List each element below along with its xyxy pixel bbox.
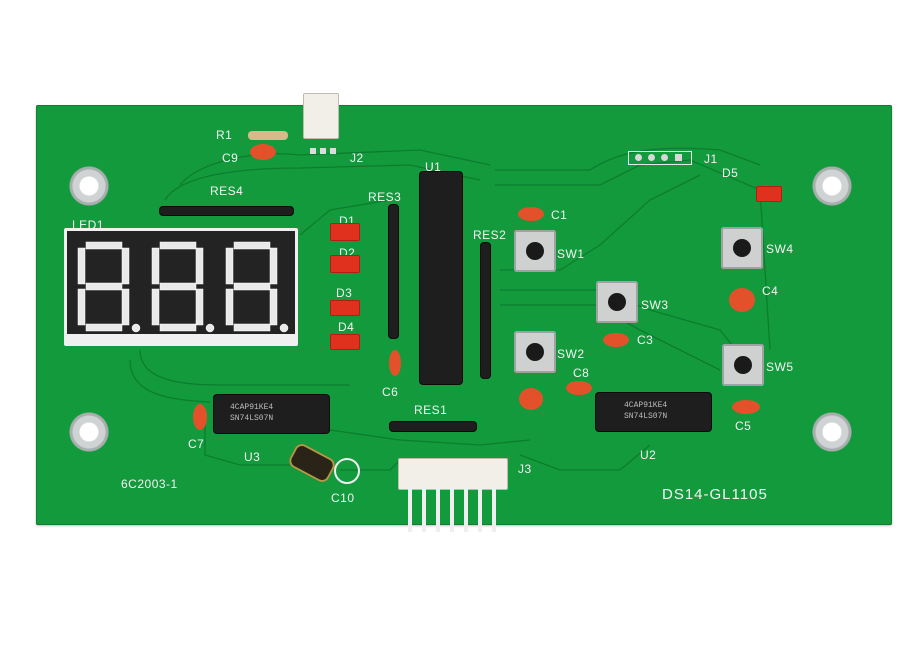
j3-connector: [398, 458, 508, 490]
board-part-number: 6C2003-1: [121, 477, 178, 491]
u3-marking-1: 4CAP91KE4: [230, 403, 274, 412]
label-c6: C6: [382, 385, 399, 399]
c7-capacitor: [193, 404, 207, 430]
label-u3: U3: [244, 450, 261, 464]
label-u1: U1: [425, 160, 442, 174]
label-c4: C4: [762, 284, 779, 298]
u3-marking-2: SN74LS07N: [230, 414, 274, 423]
label-u2: U2: [640, 448, 657, 462]
label-sw5: SW5: [766, 360, 794, 374]
d4-led: [330, 334, 360, 350]
j2-pin: [310, 148, 316, 154]
mounting-hole-bottom-left: [67, 410, 111, 454]
label-c3: C3: [637, 333, 654, 347]
c5-capacitor: [732, 400, 760, 414]
sw1-button[interactable]: [514, 230, 556, 272]
u1-microcontroller: [420, 172, 462, 384]
label-res4: RES4: [210, 184, 244, 198]
j2-pin: [330, 148, 336, 154]
c8-capacitor: [566, 381, 592, 395]
label-sw2: SW2: [557, 347, 585, 361]
u3-buffer-ic: [214, 395, 329, 433]
label-c10: C10: [331, 491, 355, 505]
label-d4: D4: [338, 320, 355, 334]
res1-resistor-network: [390, 422, 476, 431]
c6-capacitor: [389, 350, 401, 376]
sw5-button[interactable]: [722, 344, 764, 386]
digit-1: [77, 241, 141, 333]
j2-pin: [320, 148, 326, 154]
d1-led: [330, 223, 360, 241]
label-res1: RES1: [414, 403, 448, 417]
sw2-button[interactable]: [514, 331, 556, 373]
c4-capacitor: [729, 288, 755, 312]
d2-led: [330, 255, 360, 273]
sw2-button-cap: [526, 343, 544, 361]
label-sw3: SW3: [641, 298, 669, 312]
label-c7: C7: [188, 437, 205, 451]
c1-capacitor: [518, 207, 544, 221]
sw1-button-cap: [526, 242, 544, 260]
r1-resistor: [248, 131, 288, 140]
sw4-button-cap: [733, 239, 751, 257]
u2-marking-1: 4CAP91KE4: [624, 401, 668, 410]
label-j1: J1: [704, 152, 718, 166]
sw4-button[interactable]: [721, 227, 763, 269]
label-j2: J2: [350, 151, 364, 165]
mounting-hole-top-right: [810, 164, 854, 208]
digit-2: [151, 241, 215, 333]
digit-3: [225, 241, 289, 333]
res2-resistor-network: [481, 243, 490, 378]
sw3-button[interactable]: [596, 281, 638, 323]
sw3-button-cap: [608, 293, 626, 311]
label-j3: J3: [518, 462, 532, 476]
label-c8: C8: [573, 366, 590, 380]
res4-resistor-network: [160, 207, 293, 215]
board-model-number: DS14-GL1105: [662, 486, 768, 503]
label-c1: C1: [551, 208, 568, 222]
mounting-hole-bottom-right: [810, 410, 854, 454]
c2-capacitor: [519, 388, 543, 410]
j1-pads: [628, 151, 692, 165]
j2-connector: [303, 93, 339, 139]
label-res3: RES3: [368, 190, 402, 204]
u2-marking-2: SN74LS07N: [624, 412, 668, 421]
label-r1: R1: [216, 128, 233, 142]
sw5-button-cap: [734, 356, 752, 374]
label-sw4: SW4: [766, 242, 794, 256]
d5-led: [756, 186, 782, 202]
label-d3: D3: [336, 286, 353, 300]
d3-led: [330, 300, 360, 316]
mounting-hole-top-left: [67, 164, 111, 208]
c9-capacitor: [250, 144, 276, 160]
label-sw1: SW1: [557, 247, 585, 261]
label-res2: RES2: [473, 228, 507, 242]
label-c5: C5: [735, 419, 752, 433]
label-d5: D5: [722, 166, 739, 180]
j3-pins: [404, 488, 502, 532]
u2-buffer-ic: [596, 393, 711, 431]
label-c9: C9: [222, 151, 239, 165]
c10-footprint: [334, 458, 360, 484]
res3-resistor-network: [389, 205, 398, 338]
c3-capacitor: [603, 333, 629, 347]
